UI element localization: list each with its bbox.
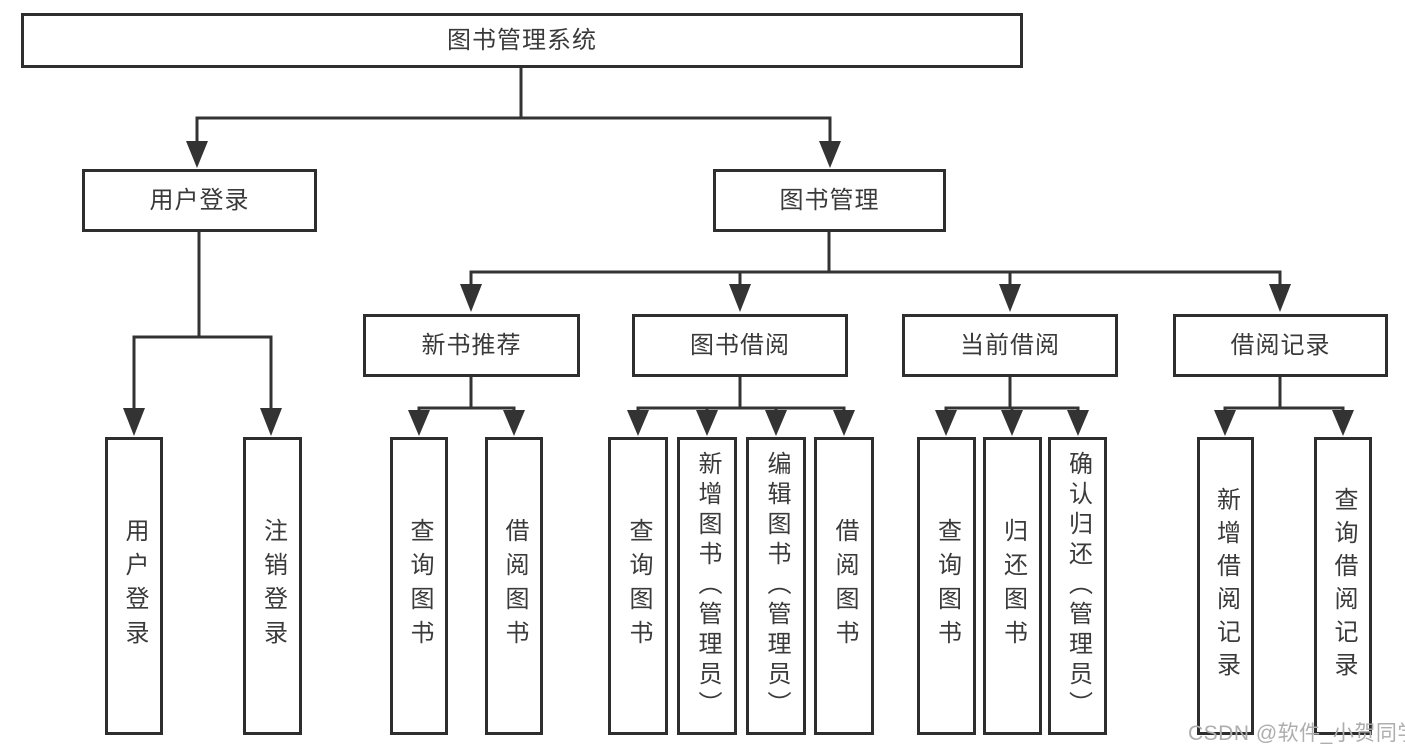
- node-label: 图书借阅: [690, 331, 790, 359]
- node-label: 新增借阅记录: [1212, 487, 1240, 685]
- node-new-book-recommendation: 新书推荐: [363, 314, 580, 377]
- connector-line: [417, 406, 516, 412]
- arrowhead-icon: [819, 141, 841, 168]
- leaf-nbr-query-books: 查询图书: [390, 437, 448, 735]
- arrowhead-icon: [1067, 410, 1089, 436]
- node-label: 查询借阅记录: [1330, 487, 1357, 685]
- arrowhead-icon: [260, 408, 282, 436]
- arrowhead-icon: [627, 410, 649, 436]
- leaf-br-add-borrow-record: 新增借阅记录: [1197, 437, 1254, 735]
- arrowhead-icon: [123, 408, 145, 436]
- node-label: 图书管理: [779, 186, 880, 214]
- node-label: 借阅记录: [1230, 331, 1331, 359]
- node-root: 图书管理系统: [21, 13, 1023, 68]
- connector-line: [469, 270, 1282, 286]
- arrowhead-icon: [765, 410, 787, 436]
- node-label: 注销登录: [259, 518, 287, 654]
- arrowhead-icon: [1214, 410, 1236, 436]
- arrowhead-icon: [1269, 284, 1291, 312]
- leaf-bb-borrow-books: 借阅图书: [814, 437, 874, 735]
- node-book-borrowing: 图书借阅: [632, 314, 848, 377]
- leaf-nbr-borrow-books: 借阅图书: [485, 437, 543, 735]
- node-label: 当前借阅: [960, 331, 1060, 359]
- leaf-bb-query-books: 查询图书: [608, 437, 668, 735]
- node-label: 借阅图书: [501, 518, 528, 654]
- arrowhead-icon: [833, 410, 855, 436]
- node-label: 用户登录: [149, 186, 250, 214]
- leaf-cb-query-books: 查询图书: [917, 437, 976, 735]
- arrowhead-icon: [1001, 410, 1023, 436]
- arrowhead-icon: [408, 410, 430, 436]
- node-book-management: 图书管理: [713, 169, 946, 232]
- arrowhead-icon: [729, 284, 751, 312]
- connector-line: [636, 406, 846, 412]
- arrowhead-icon: [999, 284, 1021, 312]
- node-label: 用户登录: [121, 518, 148, 654]
- leaf-bb-edit-books-admin: 编辑图书（管理员）: [746, 437, 806, 735]
- arrowhead-icon: [186, 141, 208, 168]
- node-label: 查询图书: [625, 518, 652, 654]
- leaf-cb-confirm-return-admin: 确认归还（管理员）: [1048, 437, 1107, 735]
- node-label: 确认归还（管理员）: [1064, 451, 1092, 721]
- leaf-bb-add-books-admin: 新增图书（管理员）: [677, 437, 737, 735]
- connector-line: [132, 335, 273, 410]
- arrowhead-icon: [460, 284, 482, 312]
- arrowhead-icon: [696, 410, 718, 436]
- leaf-br-query-borrow-record: 查询借阅记录: [1314, 437, 1372, 735]
- node-label: 查询图书: [933, 518, 961, 654]
- arrowhead-icon: [935, 410, 957, 436]
- leaf-logout: 注销登录: [243, 437, 302, 735]
- connector-line: [195, 116, 832, 143]
- node-current-borrowing: 当前借阅: [902, 314, 1118, 377]
- node-label: 归还图书: [999, 518, 1027, 654]
- watermark: CSDN @软件_小贺同学: [1188, 722, 1405, 745]
- arrowhead-icon: [1332, 410, 1354, 436]
- leaf-user-login: 用户登录: [105, 437, 163, 735]
- node-borrowing-records: 借阅记录: [1173, 314, 1388, 377]
- leaf-cb-return-books: 归还图书: [983, 437, 1042, 735]
- node-label: 新增图书（管理员）: [694, 451, 721, 721]
- node-user-login: 用户登录: [82, 169, 317, 232]
- node-label: 查询图书: [406, 518, 433, 654]
- node-label: 编辑图书（管理员）: [763, 451, 790, 721]
- node-label: 新书推荐: [421, 331, 522, 359]
- connector-line: [1223, 406, 1345, 412]
- arrowhead-icon: [503, 410, 525, 436]
- node-label: 借阅图书: [831, 518, 858, 654]
- node-label: 图书管理系统: [447, 26, 597, 54]
